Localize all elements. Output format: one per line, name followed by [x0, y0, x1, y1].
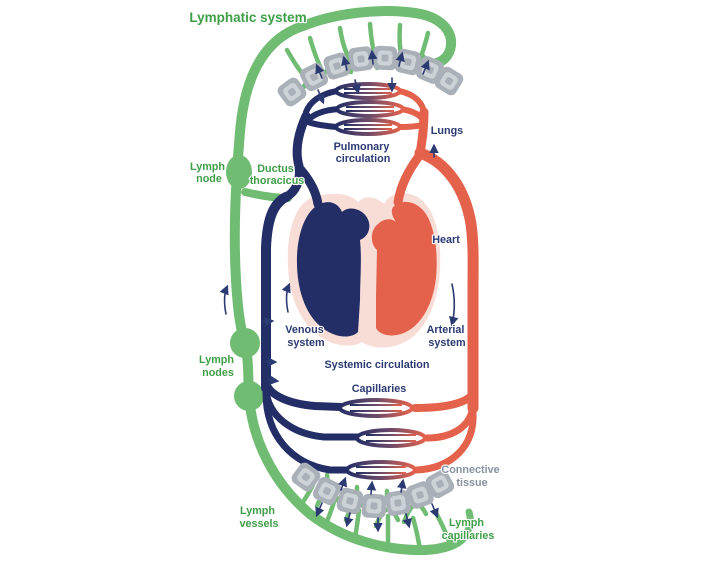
- label-systemic-circulation: Systemic circulation: [324, 359, 429, 371]
- label-capillaries: Capillaries: [352, 383, 407, 395]
- label-heart: Heart: [432, 234, 460, 246]
- arterial-flow-down-arrow: [449, 283, 459, 327]
- venous-flow-up-arrow: [281, 282, 291, 313]
- venous-bottom-fan: [262, 379, 362, 474]
- label-lymph-capillaries: Lymph capillaries: [442, 517, 495, 542]
- lymph-node-exchange-arrow: [262, 317, 275, 327]
- lymph-node-mid-1: [230, 328, 260, 358]
- label-venous-system: Venous system: [285, 324, 326, 349]
- capillary-beds: [334, 82, 427, 480]
- diagram-title: Lymphatic system: [189, 10, 306, 25]
- lymph-flow-up-arrow: [219, 284, 229, 315]
- venous-descending-vessel: [261, 192, 291, 393]
- tissue-cell: [361, 493, 387, 519]
- lymph-bottom-hook: [459, 508, 474, 541]
- label-lungs: Lungs: [431, 125, 463, 137]
- lung-exchange-arrows: [315, 49, 430, 105]
- systemic-capillary-lens: [338, 398, 427, 480]
- pulmonary-capillary-lens: [334, 82, 405, 136]
- lymph-node-exchange-arrow: [267, 375, 280, 385]
- label-lymph-nodes: Lymph nodes: [199, 354, 237, 379]
- label-lymph-vessels: Lymph vessels: [239, 505, 278, 530]
- heart-right-side: [296, 202, 370, 337]
- aorta-to-heart: [393, 151, 424, 207]
- label-connective-tissue: Connective tissue: [441, 464, 502, 489]
- tissue-cell: [372, 45, 398, 71]
- arterial-top-trunk: [415, 107, 429, 158]
- label-pulmonary-circulation: Pulmonary circulation: [334, 141, 393, 165]
- pulmonary-venous-fan: [303, 88, 342, 130]
- tissue-exchange-arrows: [315, 476, 439, 533]
- label-lymph-node: Lymph node: [190, 161, 228, 185]
- flow-arrows: [219, 49, 459, 533]
- heart-illustration: [287, 193, 441, 348]
- tissue-cell: [347, 45, 375, 73]
- heart-left-side: [371, 201, 437, 336]
- venous-vessels: [261, 88, 362, 474]
- lymph-node-mid-2: [234, 381, 264, 411]
- arterial-vessels: [393, 88, 479, 474]
- label-arterial-system: Arterial system: [427, 324, 468, 349]
- lymph-main-vessel: [229, 21, 468, 556]
- arterial-descending-vessel: [414, 147, 479, 414]
- label-ductus-thoracicus: Ductus thoracicus: [250, 163, 305, 187]
- lymph-node-upper: [226, 155, 252, 189]
- vena-cava-to-heart: [296, 165, 323, 209]
- arterial-bottom-fan: [411, 389, 477, 474]
